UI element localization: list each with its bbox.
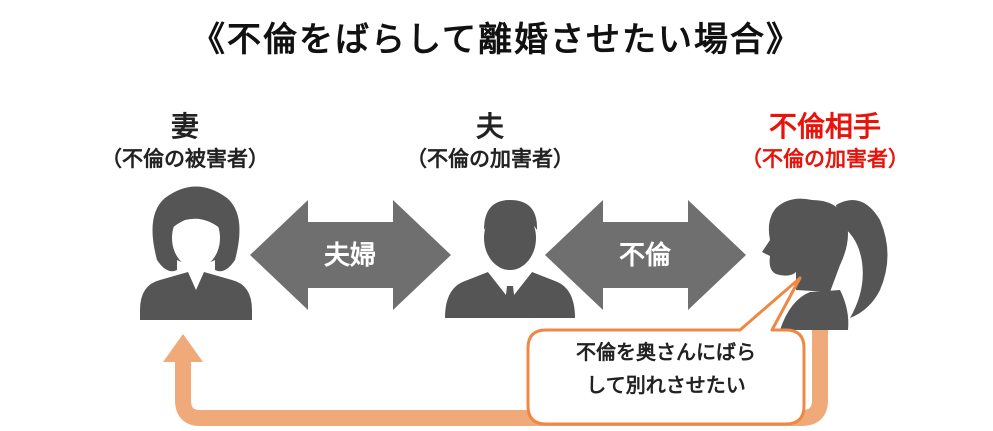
woman-ponytail-profile-icon	[762, 198, 888, 330]
marriage-arrow	[250, 200, 451, 310]
husband-label: 夫 （不倫の加害者）	[365, 110, 615, 174]
wife-name: 妻	[170, 110, 199, 143]
lover-name: 不倫相手	[768, 110, 881, 143]
husband-role: （不倫の加害者）	[406, 147, 574, 171]
bubble-line-2: して別れさせたい	[586, 373, 746, 397]
lover-role: （不倫の加害者）	[741, 147, 909, 171]
affair-arrow	[545, 200, 746, 310]
return-arrow-head	[163, 334, 203, 362]
diagram-title: 《不倫をばらして離婚させたい場合》	[191, 20, 802, 60]
husband-name: 夫	[475, 110, 504, 143]
bubble-line-1: 不倫を奥さんにばら	[576, 340, 756, 364]
woman-silhouette-icon	[140, 186, 252, 320]
man-suit-silhouette-icon	[445, 200, 575, 318]
marriage-arrow-label: 夫婦	[324, 241, 376, 271]
affair-arrow-label: 不倫	[619, 240, 672, 271]
speech-bubble	[526, 276, 806, 426]
speech-bubble-text: 不倫を奥さんにばら して別れさせたい	[528, 336, 804, 402]
return-arrow-path	[175, 330, 828, 426]
wife-label: 妻 （不倫の被害者）	[60, 110, 310, 174]
lover-label: 不倫相手 （不倫の加害者）	[700, 110, 950, 174]
wife-role: （不倫の被害者）	[101, 147, 269, 171]
